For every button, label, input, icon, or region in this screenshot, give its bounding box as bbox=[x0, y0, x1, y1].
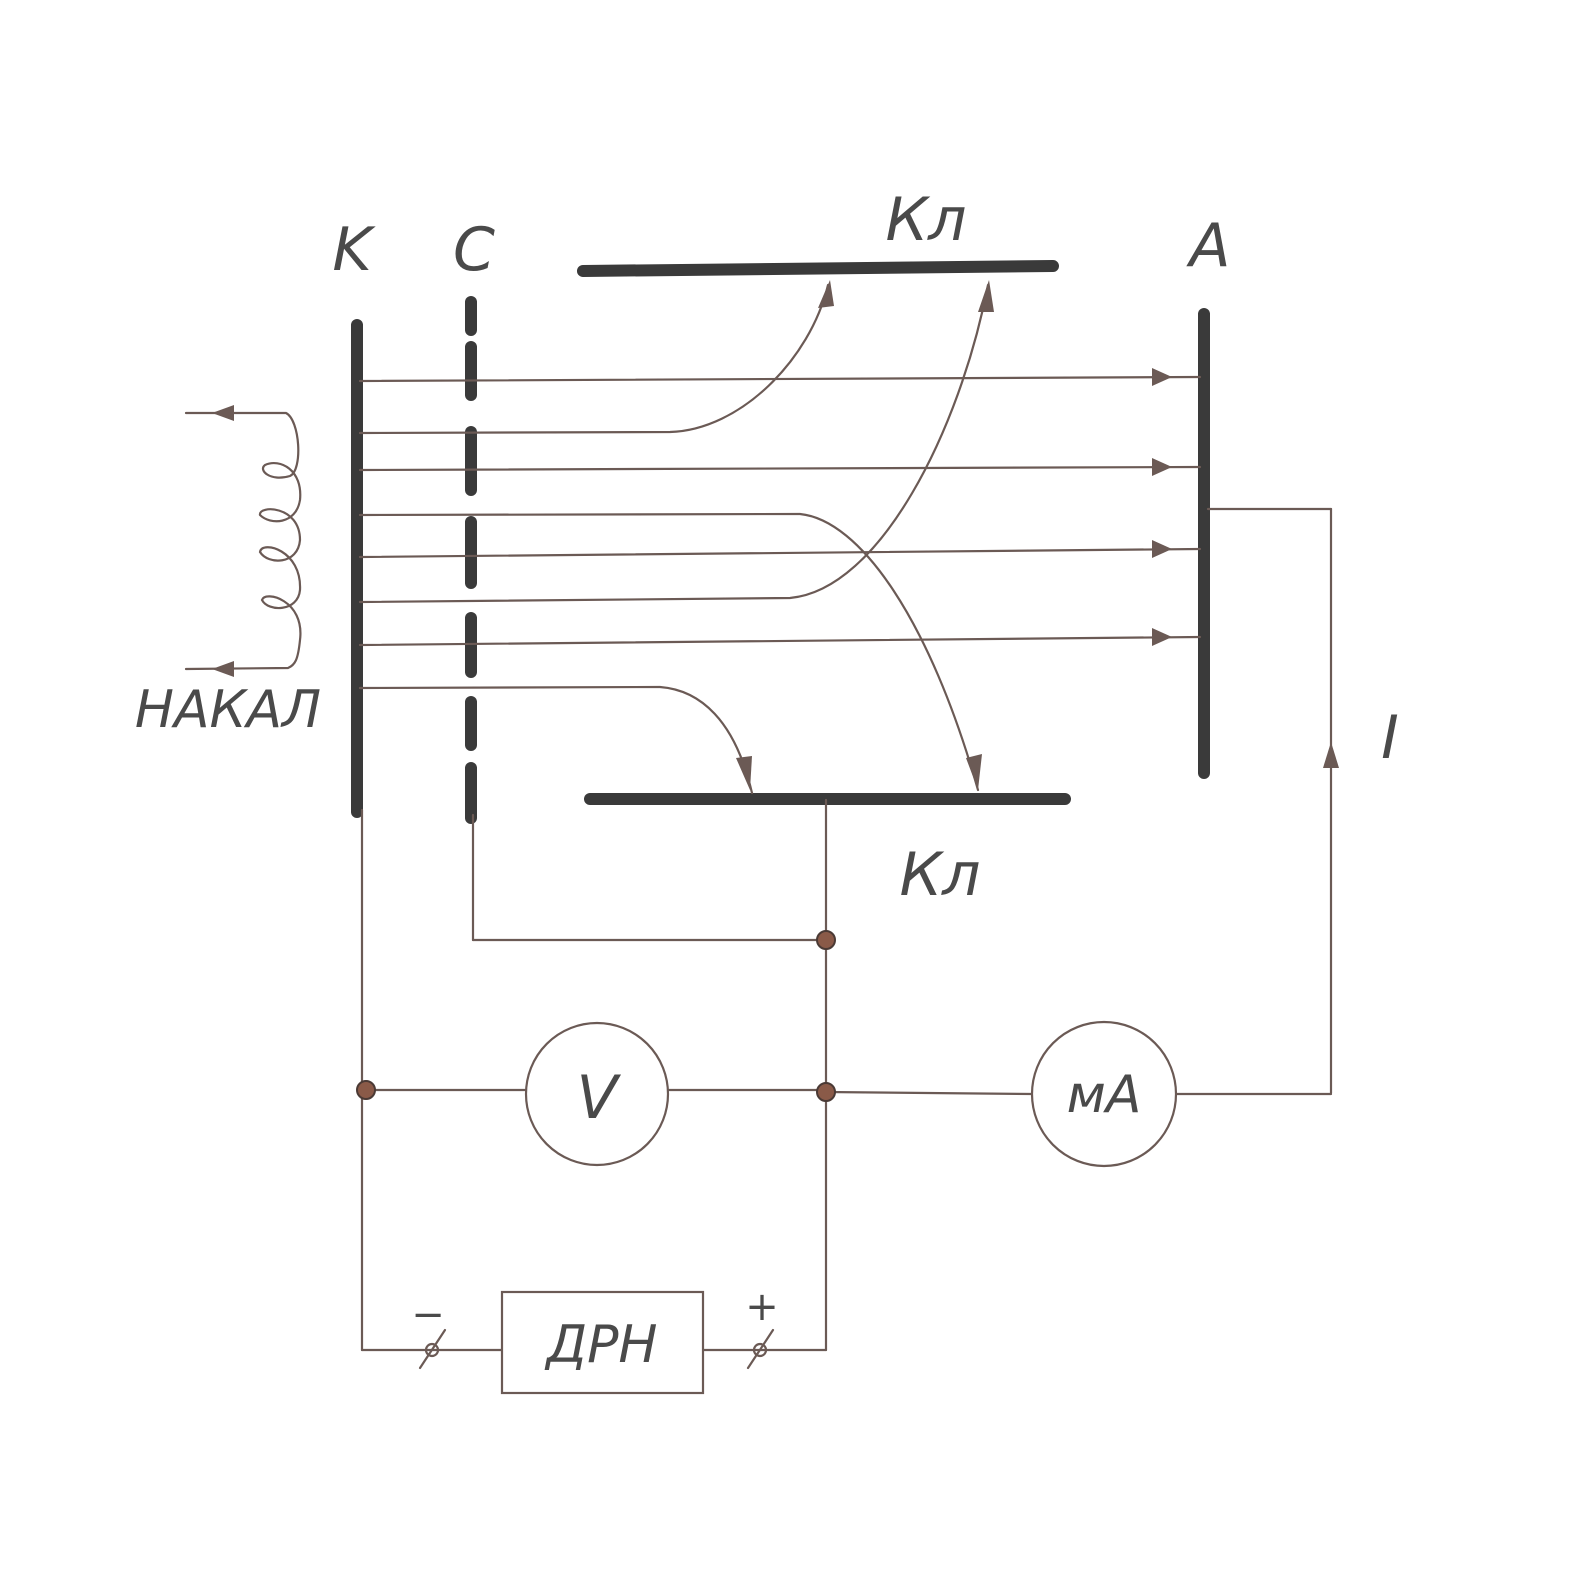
voltmeter-symbol bbox=[524, 1021, 670, 1167]
collector-bottom-label: Кл bbox=[900, 840, 981, 910]
junction-dot bbox=[356, 1080, 376, 1100]
minus-terminal-label: − bbox=[411, 1292, 445, 1338]
cathode-label: K bbox=[332, 215, 376, 285]
power-supply-label: ДРН bbox=[544, 1315, 657, 1375]
grid-label: C bbox=[453, 215, 495, 285]
anode-label: A bbox=[1185, 211, 1230, 281]
junction-dot bbox=[816, 930, 836, 950]
voltmeter-label: V bbox=[576, 1063, 621, 1133]
power-supply-box bbox=[500, 1290, 705, 1395]
collector-plate-top bbox=[577, 260, 1059, 277]
heater-coil bbox=[184, 405, 302, 677]
electron-paths-deflected bbox=[358, 280, 994, 795]
current-label: I bbox=[1381, 703, 1399, 773]
junction-dot bbox=[816, 1082, 836, 1102]
electron-beams-straight bbox=[358, 368, 1202, 647]
plus-terminal-label: + bbox=[745, 1284, 779, 1330]
circuit-wiring bbox=[360, 507, 1339, 1370]
heater-label: НАКАЛ bbox=[135, 680, 321, 740]
collector-top-label: Кл bbox=[886, 185, 967, 255]
milliammeter-label: мА bbox=[1067, 1065, 1142, 1125]
milliammeter-symbol bbox=[1030, 1020, 1178, 1168]
